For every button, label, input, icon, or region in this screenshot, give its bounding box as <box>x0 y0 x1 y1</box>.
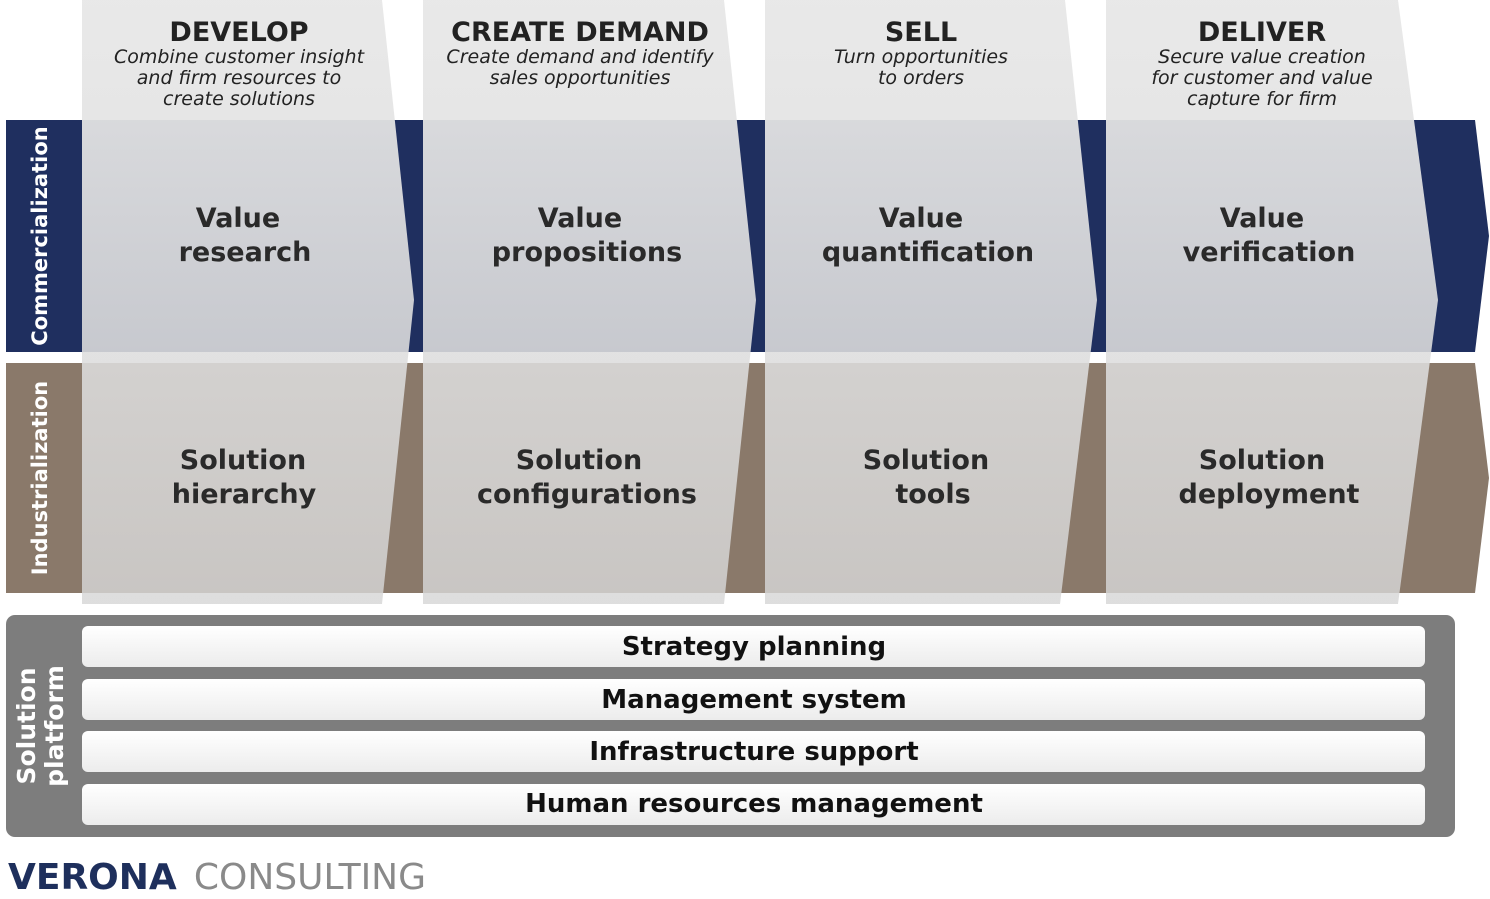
solution-platform-label-line: Solution <box>12 667 41 784</box>
cell-text-line: Value <box>1220 203 1304 234</box>
stage-header-deliver: DELIVER Secure value creation for custom… <box>1151 17 1372 110</box>
platform-bar-background <box>82 731 1425 772</box>
cell-solution-deployment: Solution deployment <box>1179 445 1360 510</box>
stage-chevron-create-demand <box>423 0 756 604</box>
platform-bar-background <box>82 626 1425 667</box>
platform-bar-infrastructure-support: Infrastructure support <box>82 731 1425 772</box>
stage-subtitle-line: Secure value creation <box>1158 46 1366 68</box>
cell-text-line: configurations <box>477 479 697 510</box>
solution-platform-label-line: platform <box>40 665 69 787</box>
industrialization-label-box <box>6 363 82 593</box>
stage-subtitle-line: create solutions <box>163 88 315 110</box>
cell-solution-hierarchy: Solution hierarchy <box>172 445 317 510</box>
stage-subtitle-line: for customer and value <box>1151 67 1372 89</box>
stage-subtitle-line: Create demand and identify <box>446 46 714 68</box>
stage-header-sell: SELL Turn opportunities to orders <box>834 17 1008 89</box>
cell-value-quantification: Value quantification <box>822 203 1034 268</box>
cell-value-research: Value research <box>179 203 312 268</box>
logo-text: VERONA CONSULTING <box>8 857 426 895</box>
platform-bar-label: Management system <box>601 685 907 715</box>
stage-subtitle-line: capture for firm <box>1187 88 1337 110</box>
cell-solution-tools: Solution tools <box>863 445 989 510</box>
stage-subtitle-line: to orders <box>878 67 964 89</box>
cell-text-line: Solution <box>180 445 306 476</box>
stage-title: DEVELOP <box>169 17 308 48</box>
cell-value-propositions: Value propositions <box>492 203 682 268</box>
commercialization-label: Commercialization <box>28 126 52 345</box>
cell-text-line: verification <box>1183 237 1356 268</box>
cell-text-line: Value <box>196 203 280 234</box>
stage-chevron-deliver <box>1106 0 1438 604</box>
stage-chevron-develop <box>82 0 414 604</box>
cell-text-line: hierarchy <box>172 479 317 510</box>
platform-bar-background <box>82 784 1425 825</box>
cell-text-line: tools <box>895 479 970 510</box>
stage-title: DELIVER <box>1198 17 1326 48</box>
cell-text-line: deployment <box>1179 479 1360 510</box>
commercialization-label-box <box>6 120 82 352</box>
cell-text-line: Value <box>538 203 622 234</box>
stage-subtitle-line: Combine customer insight <box>114 46 366 68</box>
stage-title: SELL <box>885 17 957 48</box>
stage-subtitle-line: sales opportunities <box>490 67 671 89</box>
solution-platform: Solution platform Strategy planning Mana… <box>6 615 1455 837</box>
cell-text-line: research <box>179 237 312 268</box>
platform-bar-label: Strategy planning <box>622 632 886 662</box>
platform-bar-background <box>82 679 1425 720</box>
verona-consulting-logo: VERONA CONSULTING <box>8 857 426 898</box>
cell-text-line: Solution <box>863 445 989 476</box>
cell-text-line: quantification <box>822 237 1034 268</box>
cell-text-line: Solution <box>516 445 642 476</box>
stage-header-develop: DEVELOP Combine customer insight and fir… <box>114 17 366 110</box>
industrialization-label: Industrialization <box>28 381 52 575</box>
stage-title: CREATE DEMAND <box>451 17 709 48</box>
cell-text-line: propositions <box>492 237 682 268</box>
platform-bar-label: Infrastructure support <box>589 737 918 767</box>
cell-text-line: Value <box>879 203 963 234</box>
stage-subtitle-line: Turn opportunities <box>834 46 1008 68</box>
logo-text-verona: VERONA <box>8 857 177 895</box>
platform-bar-human-resources-management: Human resources management <box>82 784 1425 825</box>
stage-chevron-sell <box>765 0 1097 604</box>
stage-subtitle-line: and firm resources to <box>137 67 341 89</box>
cell-value-verification: Value verification <box>1183 203 1356 268</box>
platform-bar-management-system: Management system <box>82 679 1425 720</box>
platform-bar-label: Human resources management <box>525 789 983 819</box>
stage-header-create-demand: CREATE DEMAND Create demand and identify… <box>446 17 714 89</box>
cell-solution-configurations: Solution configurations <box>477 445 697 510</box>
platform-bar-strategy-planning: Strategy planning <box>82 626 1425 667</box>
logo-text-consulting: CONSULTING <box>194 857 426 895</box>
cell-text-line: Solution <box>1199 445 1325 476</box>
solution-platform-box <box>6 615 1455 837</box>
